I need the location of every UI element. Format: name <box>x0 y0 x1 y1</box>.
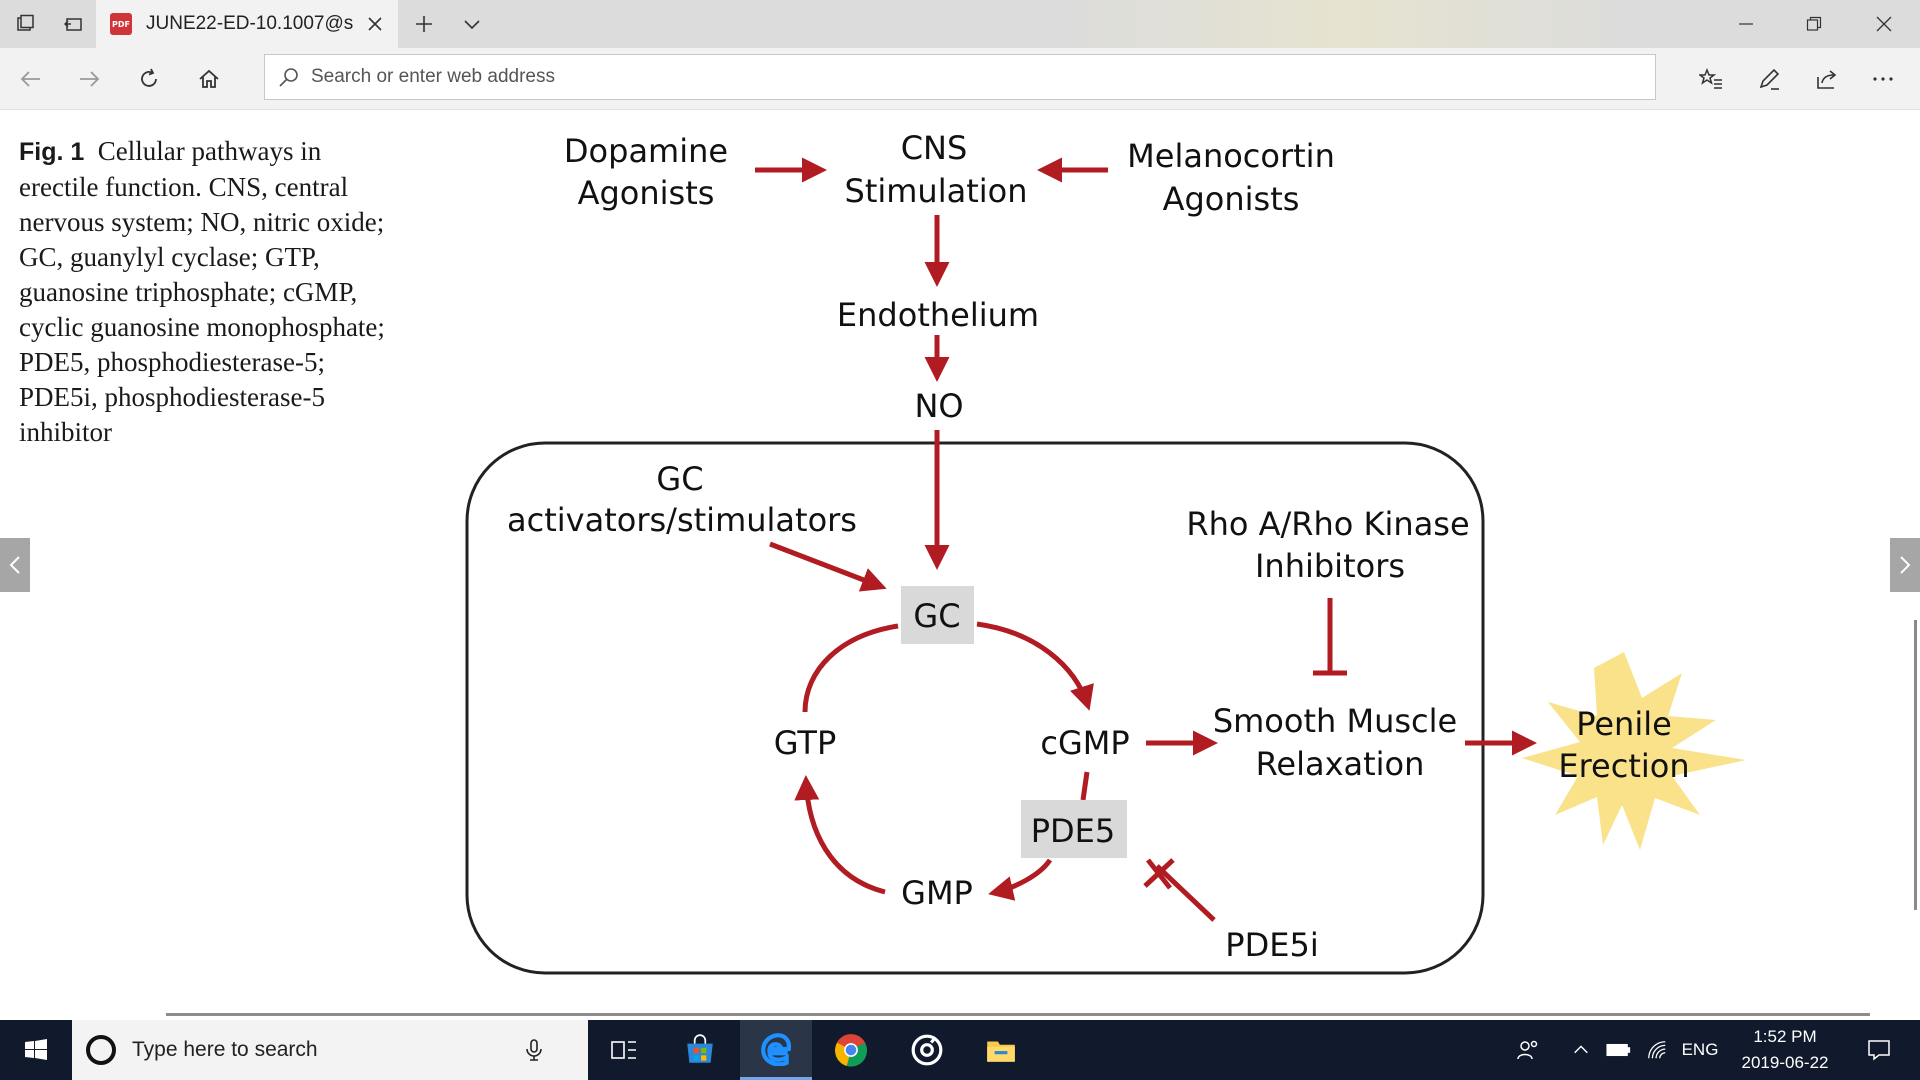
windows-start-icon[interactable] <box>0 1020 72 1080</box>
close-tab-icon[interactable] <box>364 13 386 35</box>
pdf-viewer-content: Fig. 1 Cellular pathways in erectile fun… <box>0 110 1920 1020</box>
caption-line: erectile function. CNS, central <box>19 172 349 202</box>
arrow-gc-to-cgmp <box>976 621 1094 711</box>
caption-line: PDE5i, phosphodiesterase-5 <box>19 382 325 412</box>
minimize-icon[interactable] <box>1712 0 1780 48</box>
figure-label: Fig. 1 <box>19 138 85 166</box>
close-window-icon[interactable] <box>1850 0 1918 48</box>
caption-line: Cellular pathways in <box>97 136 322 166</box>
pde5i-label: PDE5i <box>1225 926 1318 964</box>
gmp-label: GMP <box>901 874 973 912</box>
arrow-pde5-to-gmp <box>988 858 1053 901</box>
tab-preview-chevron-icon[interactable] <box>450 0 494 48</box>
pathway-diagram: Dopamine Agonists CNS Stimulation Melano… <box>465 129 1746 975</box>
clock-time: 1:52 PM <box>1753 1027 1817 1046</box>
no-label: NO <box>914 387 963 425</box>
back-arrow-icon[interactable] <box>8 57 54 101</box>
arc-gtp-to-gc <box>802 623 899 713</box>
set-aside-tabs-icon[interactable] <box>52 0 96 48</box>
navigation-bar <box>0 48 1920 110</box>
penile-erection-label: Erection <box>1558 747 1689 785</box>
pde5-label: PDE5 <box>1031 812 1116 850</box>
browser-title-bar: PDF JUNE22-ED-10.1007@s <box>0 0 1920 48</box>
inhibitor-line-pde5i <box>1155 864 1216 922</box>
inhibition-x-mark <box>1143 858 1175 890</box>
microphone-icon[interactable] <box>522 1038 546 1062</box>
arrow-activators-to-gc <box>769 541 887 592</box>
gc-activators-label: GC <box>656 460 703 498</box>
windows-taskbar: ENG 1:52 PM 2019-06-22 <box>0 1020 1920 1080</box>
caption-line: PDE5, phosphodiesterase-5; <box>19 347 325 377</box>
people-icon[interactable] <box>1508 1020 1548 1080</box>
gc-box <box>901 586 974 644</box>
clock-date: 2019-06-22 <box>1741 1053 1829 1072</box>
caption-line: inhibitor <box>19 417 112 447</box>
cortana-icon <box>86 1035 116 1065</box>
home-icon[interactable] <box>186 57 232 101</box>
wifi-icon[interactable] <box>1640 1020 1674 1080</box>
address-input[interactable] <box>311 66 1611 88</box>
dopamine-label: Dopamine <box>564 132 728 170</box>
vertical-scrollbar[interactable] <box>1914 620 1917 910</box>
new-tab-icon[interactable] <box>402 0 446 48</box>
gc-activators-label: activators/stimulators <box>507 501 857 539</box>
pen-notes-icon[interactable] <box>1746 57 1792 101</box>
media-player-icon[interactable] <box>894 1020 960 1080</box>
caption-line: GC, guanylyl cyclase; GTP, <box>19 242 320 272</box>
arrow-gmp-to-gtp <box>794 775 886 895</box>
line-cgmp-to-pde5 <box>1080 771 1090 801</box>
tab-title: JUNE22-ED-10.1007@s <box>146 13 354 34</box>
file-explorer-icon[interactable] <box>968 1020 1034 1080</box>
task-view-icon[interactable] <box>592 1020 656 1080</box>
penile-erection-burst <box>1522 652 1746 850</box>
page-divider <box>166 1013 1870 1016</box>
next-page-arrow-icon[interactable] <box>1890 538 1920 592</box>
cell-container <box>465 441 1485 975</box>
tab-pdf-document[interactable]: PDF JUNE22-ED-10.1007@s <box>96 0 398 48</box>
endothelium-label: Endothelium <box>837 296 1039 334</box>
search-icon <box>279 68 298 87</box>
edge-browser-icon[interactable] <box>740 1020 812 1080</box>
smooth-muscle-label: Smooth Muscle <box>1213 702 1457 740</box>
rho-kinase-label: Inhibitors <box>1255 547 1405 585</box>
previous-page-arrow-icon[interactable] <box>0 538 30 592</box>
pdf-icon: PDF <box>110 13 132 35</box>
microsoft-store-icon[interactable] <box>668 1020 732 1080</box>
language-indicator[interactable]: ENG <box>1681 1040 1719 1059</box>
taskbar-search-box[interactable] <box>72 1020 588 1080</box>
caption-line: guanosine triphosphate; cGMP, <box>19 277 358 307</box>
show-hidden-icons-chevron-icon[interactable] <box>1564 1020 1598 1080</box>
rho-kinase-label: Rho A/Rho Kinase <box>1186 505 1469 543</box>
gtp-label: GTP <box>774 724 837 762</box>
figure-caption: Fig. 1 Cellular pathways in erectile fun… <box>19 134 419 450</box>
tab-manager-icon[interactable] <box>4 0 48 48</box>
melanocortin-label: Melanocortin <box>1127 137 1335 175</box>
battery-icon[interactable] <box>1602 1020 1636 1080</box>
penile-erection-label: Penile <box>1576 705 1672 743</box>
system-clock[interactable]: 1:52 PM 2019-06-22 <box>1730 1020 1840 1080</box>
cgmp-label: cGMP <box>1040 724 1129 762</box>
forward-arrow-icon[interactable] <box>66 57 112 101</box>
restore-icon[interactable] <box>1780 0 1848 48</box>
favorites-star-icon[interactable] <box>1688 57 1734 101</box>
caption-line: cyclic guanosine monophosphate; <box>19 312 385 342</box>
dopamine-label: Agonists <box>578 174 715 212</box>
smooth-muscle-label: Relaxation <box>1256 745 1425 783</box>
action-center-icon[interactable] <box>1848 1020 1910 1080</box>
melanocortin-label: Agonists <box>1163 180 1300 218</box>
share-icon[interactable] <box>1804 57 1850 101</box>
taskbar-search-input[interactable] <box>132 1038 512 1062</box>
caption-line: nervous system; NO, nitric oxide; <box>19 207 385 237</box>
refresh-icon[interactable] <box>126 57 172 101</box>
cns-label: Stimulation <box>845 172 1028 210</box>
more-options-icon[interactable] <box>1860 57 1906 101</box>
chrome-icon[interactable] <box>818 1020 884 1080</box>
gc-label: GC <box>913 597 960 635</box>
address-bar[interactable] <box>264 54 1656 100</box>
cns-label: CNS <box>901 129 968 167</box>
pde5-box <box>1021 800 1127 858</box>
